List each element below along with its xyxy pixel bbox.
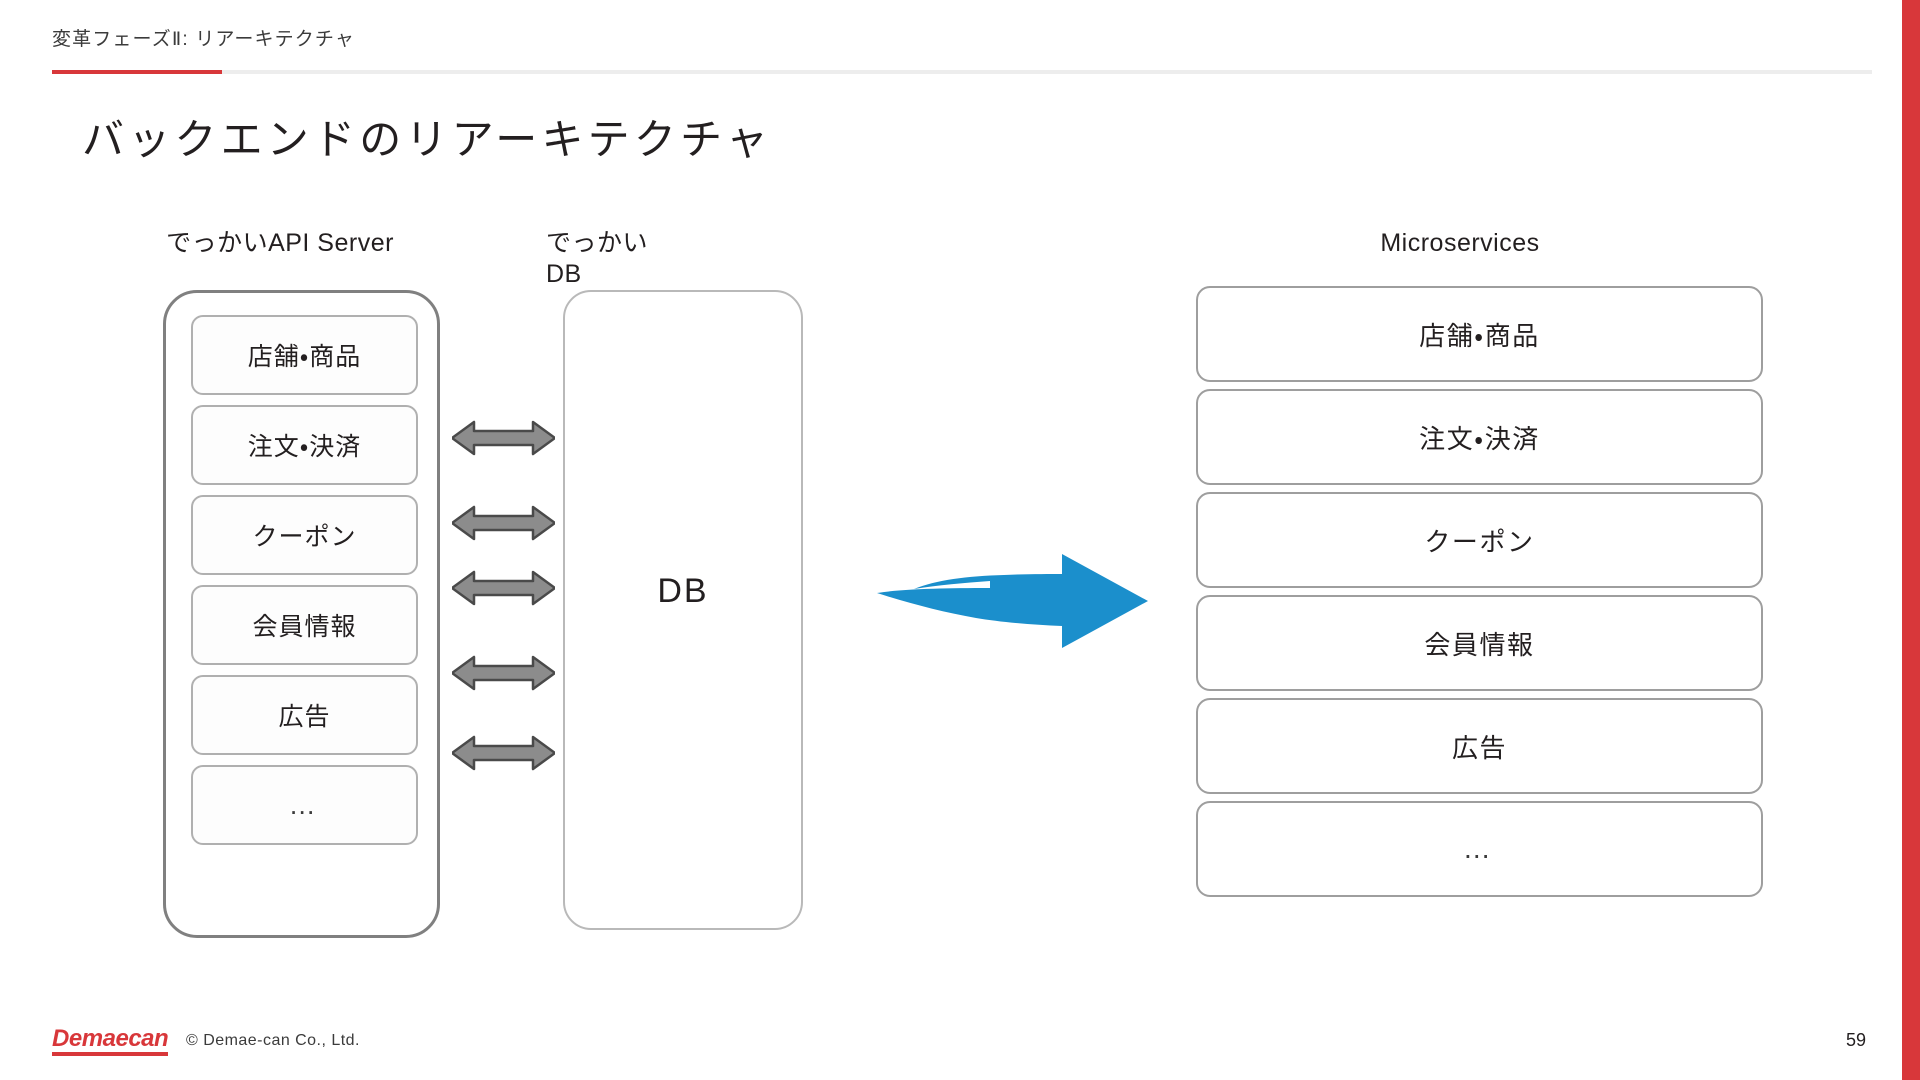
caption-microservices: Microservices bbox=[1380, 229, 1540, 257]
caption-db: でっかい DB bbox=[546, 228, 696, 289]
header-rule bbox=[52, 70, 1872, 74]
header-rule-accent bbox=[52, 70, 222, 74]
caption-api-server: でっかいAPI Server bbox=[166, 229, 394, 257]
page-number: 59 bbox=[1845, 1030, 1866, 1050]
page-title: バックエンドのリアーキテクチャ bbox=[82, 116, 773, 163]
microservice-item: 注文・決済 bbox=[1196, 389, 1763, 485]
monolith-module: 注文・決済 bbox=[191, 405, 418, 485]
microservice-item: 店舗・商品 bbox=[1196, 286, 1763, 382]
monolith-module-ellipsis: … bbox=[191, 765, 418, 845]
db-connector-group bbox=[452, 418, 562, 838]
monolith-api-server-container: 店舗・商品 注文・決済 クーポン 会員情報 広告 … bbox=[163, 290, 440, 938]
microservices-list: 店舗・商品 注文・決済 クーポン 会員情報 広告 … bbox=[1196, 286, 1763, 897]
bidirectional-arrow-icon bbox=[452, 505, 555, 541]
microservice-item: クーポン bbox=[1196, 492, 1763, 588]
section-kicker: 変革フェーズⅡ: リアーキテクチャ bbox=[52, 29, 356, 50]
database-container: DB bbox=[563, 290, 803, 930]
bidirectional-arrow-icon bbox=[452, 420, 555, 456]
bidirectional-arrow-icon bbox=[452, 570, 555, 606]
bidirectional-arrow-icon bbox=[452, 735, 555, 771]
blue-arrow-right-icon bbox=[877, 554, 1148, 648]
microservice-item: 広告 bbox=[1196, 698, 1763, 794]
monolith-module: 店舗・商品 bbox=[191, 315, 418, 395]
caption-db-line1: でっかい bbox=[546, 229, 649, 257]
bidirectional-arrow-icon bbox=[452, 655, 555, 691]
right-accent-bar bbox=[1902, 0, 1920, 1080]
copyright-text: © Demae-can Co., Ltd. bbox=[186, 1032, 360, 1049]
monolith-module-list: 店舗・商品 注文・決済 クーポン 会員情報 広告 … bbox=[191, 315, 418, 845]
microservice-item-ellipsis: … bbox=[1196, 801, 1763, 897]
caption-db-line2: DB bbox=[546, 259, 582, 288]
monolith-module: 広告 bbox=[191, 675, 418, 755]
database-label: DB bbox=[657, 572, 709, 610]
monolith-module: 会員情報 bbox=[191, 585, 418, 665]
monolith-module: クーポン bbox=[191, 495, 418, 575]
microservice-item: 会員情報 bbox=[1196, 595, 1763, 691]
demaecan-logo: Demaecan bbox=[52, 1027, 169, 1056]
